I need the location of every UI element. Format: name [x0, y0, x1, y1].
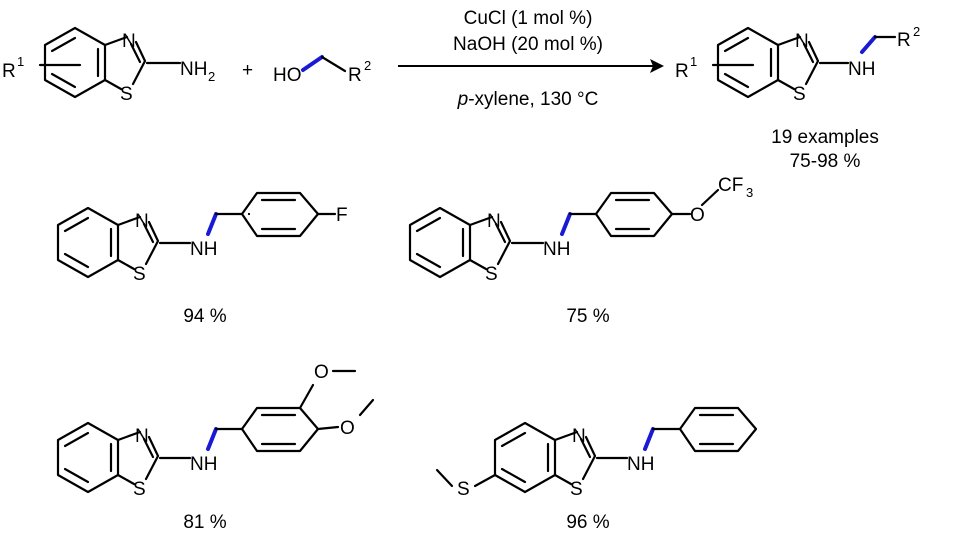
base-condition: NaOH (20 mol %) [453, 34, 603, 55]
ex2-ring-sulfur: S [485, 264, 498, 285]
ex3-oxygen-meta: O [314, 362, 329, 383]
ring-nitrogen: N [122, 31, 136, 52]
example-dimethoxybenzyl: N S NH O O [56, 362, 375, 500]
ex3-ring-nitrogen: N [135, 426, 149, 447]
ex3-ring-sulfur: S [133, 479, 146, 500]
product-r2-superscript: 2 [913, 24, 920, 39]
ex4-ring-sulfur: S [570, 479, 583, 500]
ex2-yield: 75 % [566, 306, 609, 327]
ex3-yield: 81 % [183, 512, 226, 533]
product-r1: R [675, 61, 689, 82]
yield-range: 75-98 % [790, 151, 861, 172]
ex4-thioether-sulfur: S [457, 479, 470, 500]
product-nh: NH [848, 59, 875, 80]
solvent-condition: p-xylene, 130 °C [457, 89, 599, 110]
reaction-arrow [398, 59, 664, 73]
product-structure: N S NH R 1 R 2 [675, 24, 920, 105]
product-r1-superscript: 1 [690, 54, 697, 69]
ex2-nh: NH [543, 239, 570, 260]
example-trifluoromethoxybenzyl: N S NH O CF 3 [408, 175, 753, 285]
ex1-ring-sulfur: S [133, 264, 146, 285]
r1-substituent: R [2, 61, 16, 82]
r2-superscript: 2 [364, 58, 371, 73]
examples-count: 19 examples [771, 127, 879, 148]
catalyst-condition: CuCl (1 mol %) [464, 8, 593, 29]
ring-sulfur: S [120, 84, 133, 105]
reactant-alcohol: HO R 2 [273, 55, 371, 86]
ex2-cf: CF [718, 175, 743, 196]
example-methylthio-benzyl: N S NH S [435, 406, 758, 500]
r2-substituent: R [348, 65, 362, 86]
amine-subscript: 2 [208, 69, 215, 84]
ex1-fluorine: F [336, 205, 348, 226]
ex1-nh: NH [190, 239, 217, 260]
ex4-nh: NH [627, 454, 654, 475]
product-ring-nitrogen: N [795, 31, 809, 52]
ex1-yield: 94 % [183, 306, 226, 327]
ex2-ring-nitrogen: N [487, 211, 501, 232]
reactant-aminobenzothiazole: N S R 1 NH 2 [2, 26, 215, 105]
ex4-ring-nitrogen: N [572, 426, 586, 447]
example-fluorobenzyl: N S NH F [56, 191, 348, 285]
r1-superscript: 1 [17, 54, 24, 69]
ex3-nh: NH [190, 454, 217, 475]
product-ring-sulfur: S [793, 84, 806, 105]
product-r2: R [897, 30, 911, 51]
plus-sign: + [242, 60, 253, 81]
ex1-ring-nitrogen: N [135, 211, 149, 232]
ex4-yield: 96 % [566, 512, 609, 533]
ex2-cf-subscript: 3 [746, 185, 753, 200]
ex3-oxygen-para: O [340, 418, 355, 439]
hydroxyl-group: HO [273, 65, 302, 86]
amine-group: NH [180, 59, 207, 80]
ex2-oxygen: O [690, 205, 705, 226]
